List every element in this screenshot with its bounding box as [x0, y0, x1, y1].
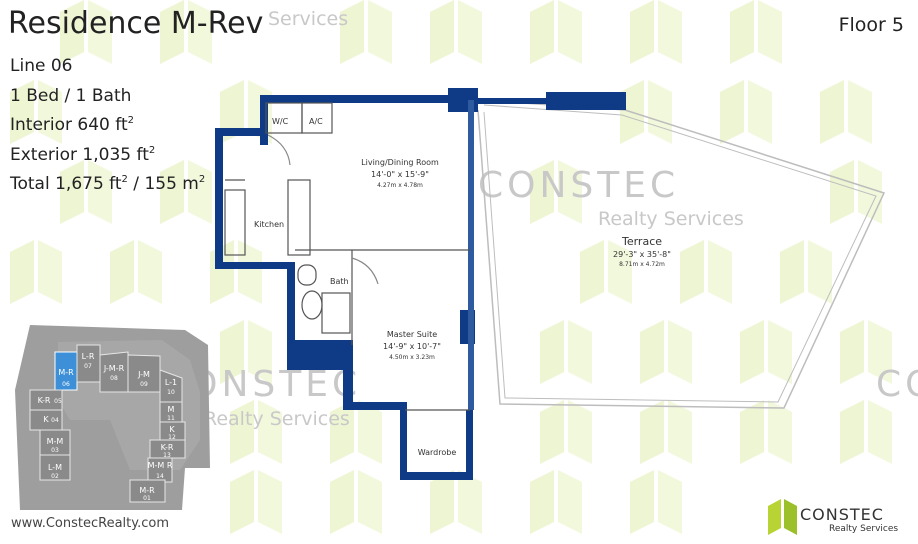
total-text: Total 1,675 ft — [10, 174, 122, 194]
exterior-text: Exterior 1,035 ft — [10, 144, 149, 165]
constec-hex-icon — [768, 499, 797, 535]
key-unit-08: J-M-R — [103, 364, 125, 373]
total-metric-exp: 2 — [198, 174, 206, 185]
key-unit-10-num: 10 — [167, 389, 175, 396]
logo-sub: Realty Services — [829, 524, 899, 534]
unit-beds-baths: 1 Bed / 1 Bath — [10, 85, 132, 106]
constec-logo: CONSTEC Realty Services — [768, 497, 913, 537]
key-plan-units — [29, 344, 186, 503]
exterior-walls — [215, 88, 626, 480]
key-unit-14: M-M R — [148, 461, 173, 470]
unit-exterior: Exterior 1,035 ft2 — [10, 141, 205, 171]
key-unit-02: L-M — [48, 463, 62, 472]
key-highlight-code: M-R — [58, 368, 74, 377]
label-living-name: Living/Dining Room — [361, 158, 439, 167]
label-master-name: Master Suite — [387, 330, 437, 339]
label-living-metric: 4.27m x 4.78m — [377, 182, 423, 189]
residence-title: Residence M-Rev — [8, 6, 264, 41]
room-labels: W/C A/C Kitchen Living/Dining Room 14'-0… — [254, 117, 671, 457]
key-unit-04-num: 04 — [51, 417, 59, 424]
key-unit-09: J-M — [137, 370, 150, 379]
key-plan-labels: M-R 06 L-R 07 J-M-R 08 J-M 09 L-1 10 M 1… — [38, 352, 178, 502]
key-unit-07: L-R — [82, 352, 95, 361]
interior-text: Interior 640 ft — [10, 115, 128, 135]
watermark-brand-right: CONSTEC — [876, 364, 918, 405]
unit-interior: Interior 640 ft2 — [10, 111, 205, 141]
label-wic: W/C — [272, 117, 289, 126]
interior-exp: 2 — [127, 115, 134, 126]
key-unit-05-num: 05 — [54, 398, 62, 405]
key-unit-02-num: 02 — [51, 473, 59, 480]
key-unit-11: M — [168, 405, 175, 414]
watermark-sub-lower: Realty Services — [204, 408, 350, 430]
label-master-metric: 4.50m x 3.23m — [389, 354, 435, 361]
key-unit-08-num: 08 — [110, 375, 118, 382]
key-unit-03-num: 03 — [51, 447, 59, 454]
unit-highlighted — [54, 351, 78, 391]
label-terrace-dims: 29'-3" x 35'-8" — [613, 250, 671, 259]
label-living-dims: 14'-0" x 15'-9" — [371, 170, 429, 179]
total-metric: / 155 m — [127, 174, 199, 194]
key-unit-09-num: 09 — [140, 381, 148, 388]
unit-total: Total 1,675 ft2 / 155 m2 — [10, 170, 205, 200]
key-unit-11-num: 11 — [167, 415, 175, 422]
key-unit-07-num: 07 — [84, 363, 92, 370]
logo-name: CONSTEC — [800, 505, 884, 524]
label-master-dims: 14'-9" x 10'-7" — [383, 342, 441, 351]
key-unit-01-num: 01 — [143, 495, 151, 502]
key-unit-03: M-M — [47, 437, 64, 446]
exterior-exp: 2 — [148, 144, 156, 156]
key-unit-10: L-1 — [165, 378, 177, 387]
watermark-services-top: Services — [268, 8, 349, 30]
key-unit-04: K — [43, 415, 49, 424]
watermark-sub-main: Realty Services — [598, 208, 744, 230]
label-terrace-metric: 8.71m x 4.72m — [619, 261, 665, 268]
total-exp: 2 — [121, 174, 128, 185]
label-bath: Bath — [330, 277, 349, 286]
floor-label: Floor 5 — [838, 14, 904, 36]
website-link[interactable]: www.ConstecRealty.com — [11, 516, 169, 531]
label-ac: A/C — [309, 117, 323, 126]
label-terrace-name: Terrace — [621, 235, 662, 248]
key-unit-13-num: 13 — [163, 452, 171, 459]
key-unit-13: K-R — [161, 443, 174, 452]
label-kitchen: Kitchen — [254, 220, 284, 229]
watermark-brand-main: CONSTEC — [478, 165, 680, 206]
key-unit-12-num: 12 — [168, 434, 176, 441]
key-unit-01: M-R — [139, 486, 155, 495]
key-highlight-num: 06 — [62, 381, 70, 388]
unit-info: Line 06 1 Bed / 1 Bath Interior 640 ft2 … — [10, 52, 205, 200]
key-unit-14-num: 14 — [156, 473, 164, 480]
unit-line: Line 06 — [10, 56, 73, 76]
label-wardrobe: Wardrobe — [418, 448, 457, 457]
interior-walls — [224, 102, 470, 411]
key-unit-12: K — [169, 425, 175, 434]
key-unit-05: K-R — [38, 396, 51, 405]
